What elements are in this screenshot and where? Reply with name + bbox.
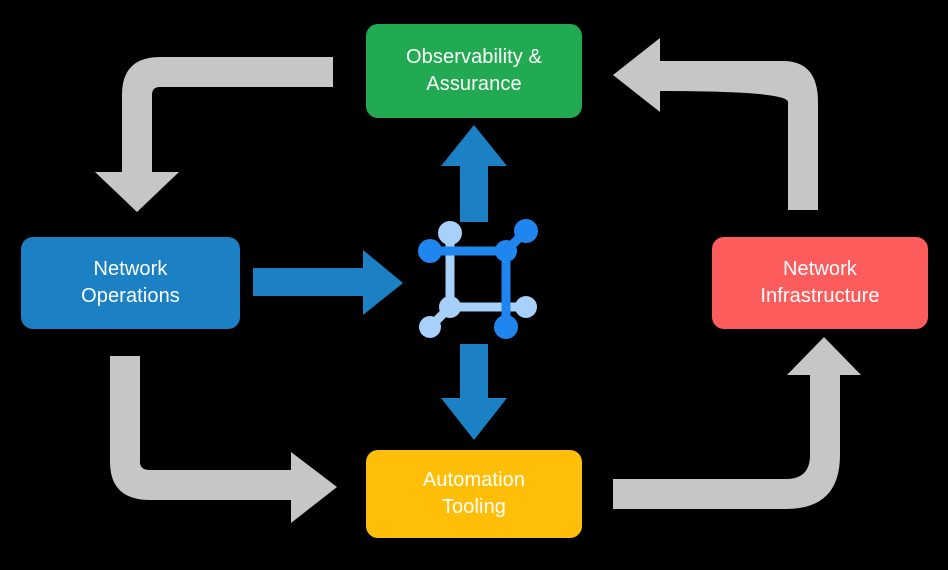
connector-infrastructure-to-observability — [613, 38, 818, 210]
connector-automation-to-infrastructure — [613, 337, 861, 509]
connector-operations-to-automation — [110, 356, 337, 523]
node-network-operations[interactable]: Network Operations — [21, 237, 240, 329]
connector-observability-to-operations — [95, 57, 333, 212]
node-network-infrastructure[interactable]: Network Infrastructure — [712, 237, 928, 329]
node-automation-tooling[interactable]: Automation Tooling — [366, 450, 582, 538]
node-observability-assurance[interactable]: Observability & Assurance — [366, 24, 582, 118]
connector-operations-to-center — [253, 250, 403, 315]
network-topology-icon — [418, 219, 538, 339]
connector-center-to-observability — [441, 125, 507, 222]
connector-center-to-automation — [441, 344, 507, 440]
